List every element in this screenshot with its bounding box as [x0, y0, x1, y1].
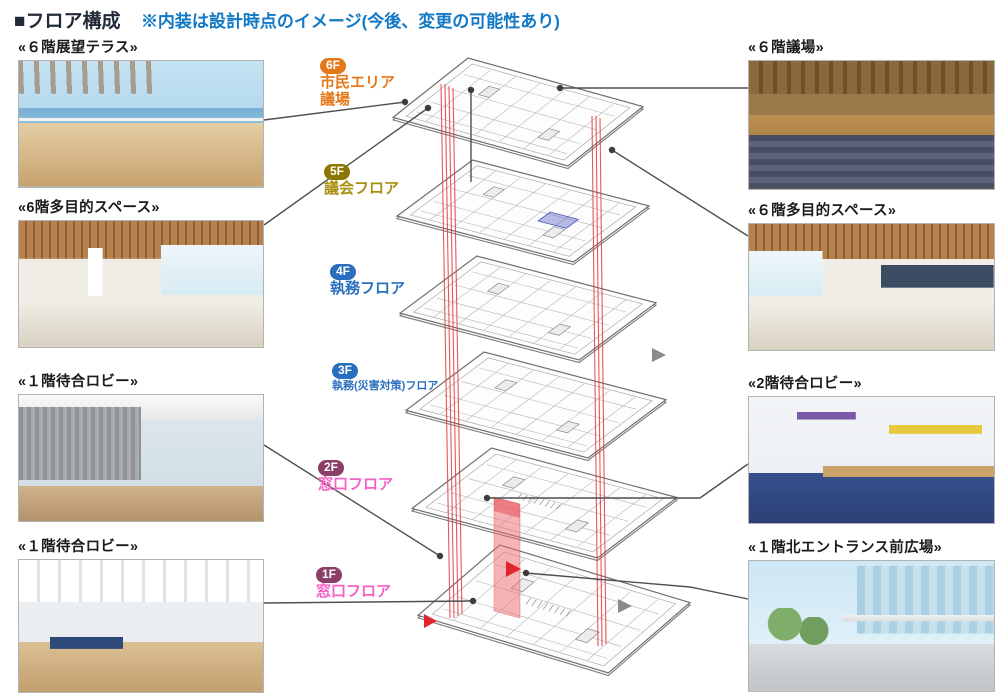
photo-1f-north-entrance-plaza: [748, 560, 995, 692]
gray-arrow-icon: [618, 599, 632, 613]
floor-plan-4F: [398, 255, 658, 364]
disclaimer-note: ※内装は設計時点のイメージ(今後、変更の可能性あり): [140, 12, 560, 31]
floor-plan-3F: [404, 351, 668, 462]
figure-6f-multipurpose-right: «６階多目的スペース»: [748, 199, 995, 351]
floor-badge-3f: 3F: [332, 363, 359, 380]
escalator-void-highlight: [493, 496, 521, 619]
floor-label-1f: 1F 窓口フロア: [316, 565, 391, 601]
floor-name: 執務フロア: [330, 280, 406, 298]
floor-name: 執務(災害対策)フロア: [332, 380, 439, 393]
floor-plan-5F: [395, 159, 651, 266]
floor-plan-6F: [391, 57, 645, 170]
floor-label-6f: 6F 市民エリア 議場: [320, 56, 395, 108]
photo-6f-multipurpose-space-left: [18, 220, 264, 348]
floor-badge-5f: 5F: [324, 164, 351, 181]
photo-caption: «6階多目的スペース»: [18, 200, 160, 216]
gray-arrow-icon: [652, 348, 666, 362]
floor-name: 窓口フロア: [318, 476, 394, 494]
photo-caption: «６階議場»: [748, 40, 824, 56]
floor-plan-1F: [416, 544, 692, 677]
figure-6f-terrace: «６階展望テラス»: [18, 36, 264, 188]
elevator-core-lines: [440, 83, 607, 647]
figure-6f-multipurpose-left: «6階多目的スペース»: [18, 196, 264, 348]
figure-2f-lobby: «2階待合ロビー»: [748, 372, 995, 524]
photo-1f-waiting-lobby-a: [18, 394, 264, 522]
floor-label-4f: 4F 執務フロア: [330, 262, 405, 298]
connector-dots: [401, 84, 616, 605]
floor-name: 議場: [320, 90, 351, 108]
figure-6f-assembly-hall: «６階議場»: [748, 36, 995, 190]
floor-badge-4f: 4F: [330, 264, 357, 281]
floor-label-2f: 2F 窓口フロア: [318, 458, 393, 494]
figure-1f-lobby-a: «１階待合ロビー»: [18, 370, 264, 522]
figure-1f-north-entrance-plaza: «１階北エントランス前広場»: [748, 536, 995, 692]
floor-name: 市民エリア: [320, 74, 396, 92]
floor-badge-1f: 1F: [316, 567, 343, 584]
photo-caption: «６階多目的スペース»: [748, 203, 897, 219]
slide-header: ■フロア構成 ※内装は設計時点のイメージ(今後、変更の可能性あり): [14, 6, 560, 33]
photo-2f-waiting-lobby: [748, 396, 995, 524]
photo-caption: «１階北エントランス前広場»: [748, 540, 943, 556]
photo-1f-waiting-lobby-b: [18, 559, 264, 693]
red-arrow-icon: [424, 614, 437, 628]
floor-name: 議会フロア: [324, 180, 400, 198]
figure-1f-lobby-b: «１階待合ロビー»: [18, 535, 264, 693]
floor-plan-2F: [410, 447, 679, 562]
floor-name: 窓口フロア: [316, 583, 392, 601]
direction-arrows: [424, 348, 666, 628]
floor-badge-2f: 2F: [318, 460, 345, 477]
connector-lines: [263, 87, 749, 604]
photo-caption: «１階待合ロビー»: [18, 374, 139, 390]
photo-caption: «2階待合ロビー»: [748, 376, 862, 392]
floor-label-5f: 5F 議会フロア: [324, 162, 399, 198]
photo-caption: «６階展望テラス»: [18, 40, 139, 56]
page-title: ■フロア構成: [14, 11, 121, 32]
floor-label-3f: 3F 執務(災害対策)フロア: [332, 361, 438, 392]
photo-6f-multipurpose-space-right: [748, 223, 995, 351]
red-arrow-icon: [506, 561, 521, 577]
photo-caption: «１階待合ロビー»: [18, 539, 139, 555]
photo-6f-assembly-hall: [748, 60, 995, 190]
photo-6f-observation-terrace: [18, 60, 264, 188]
floor-badge-6f: 6F: [320, 58, 347, 75]
